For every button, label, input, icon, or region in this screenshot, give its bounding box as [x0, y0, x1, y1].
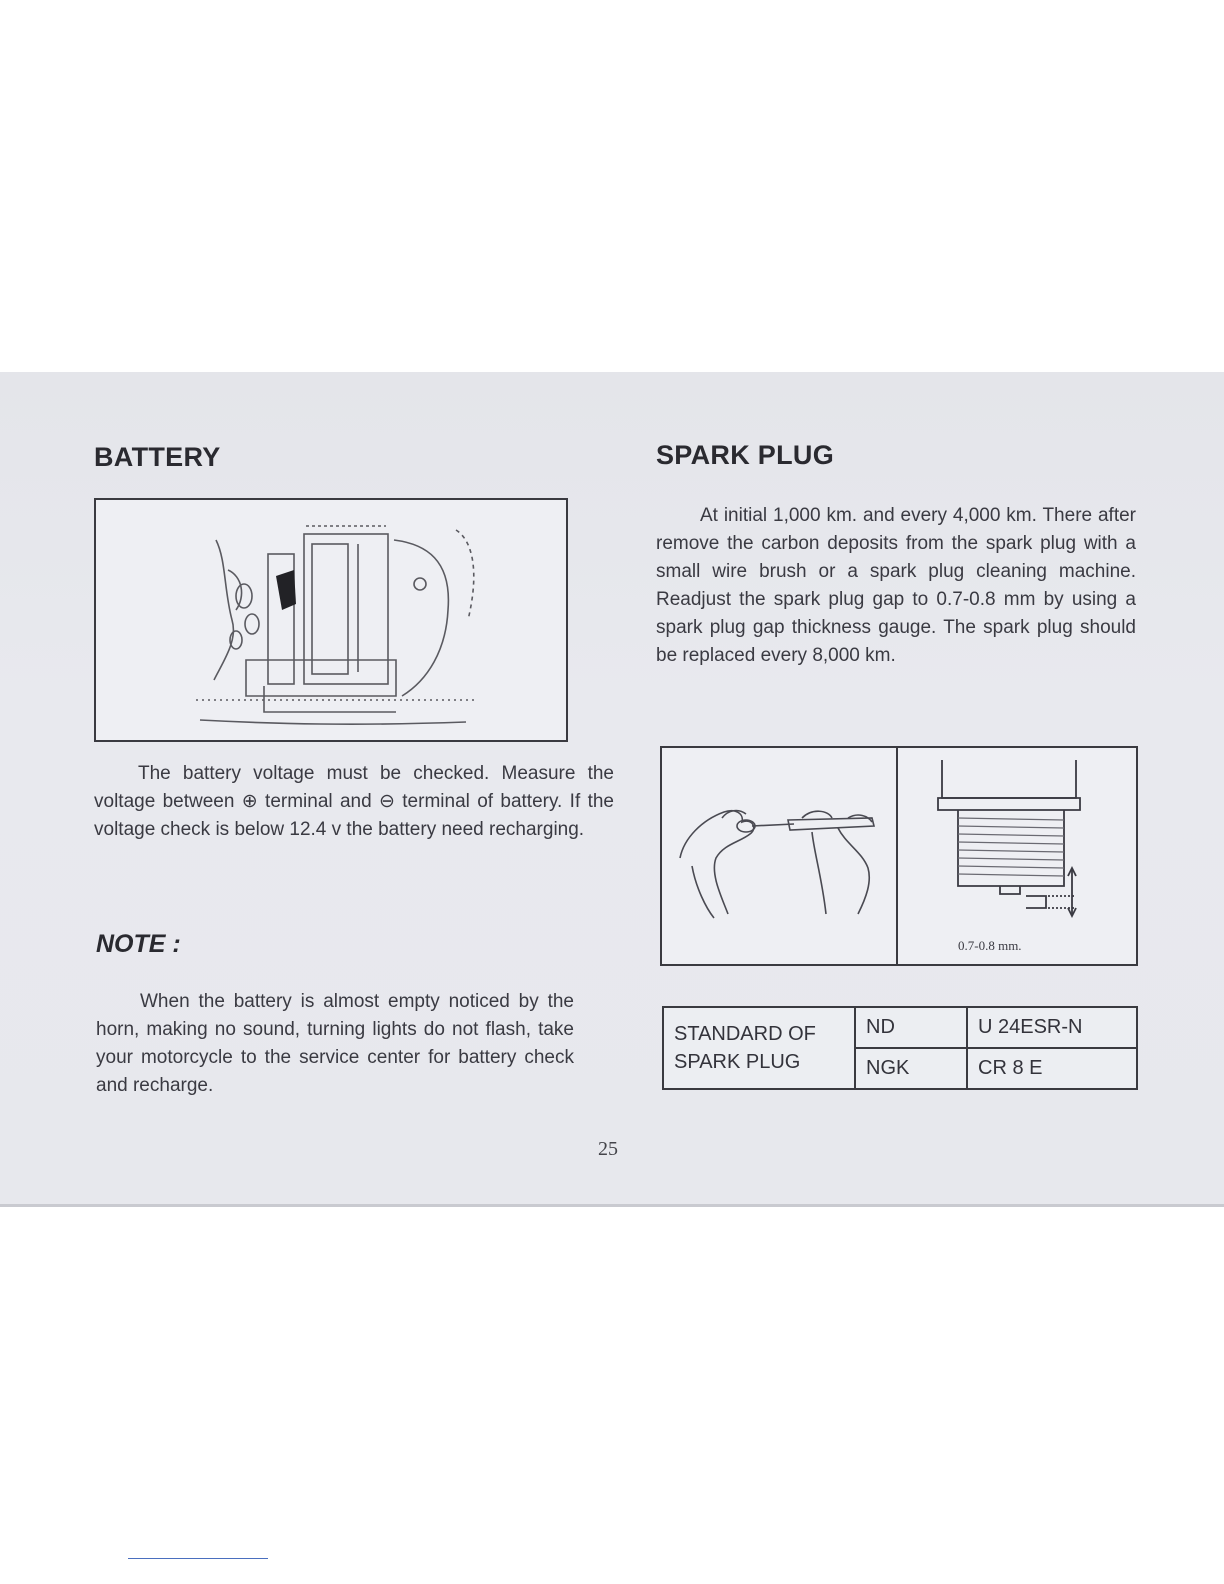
spark-plug-heading: SPARK PLUG: [656, 440, 835, 470]
spark-plug-spec-table: STANDARD OF SPARK PLUG ND U 24ESR-N NGK …: [662, 1006, 1138, 1090]
gap-measurement-label: 0.7-0.8 mm.: [958, 938, 1022, 953]
figure-divider: [896, 748, 898, 964]
spark-plug-gap-illustration: 0.7-0.8 mm.: [937, 760, 1081, 953]
hands-gauge-illustration: [679, 809, 876, 919]
brand-cell: ND: [854, 1006, 968, 1049]
spark-plug-body-text: At initial 1,000 km. and every 4,000 km.…: [656, 505, 1136, 666]
bottom-rule: [128, 1558, 268, 1559]
table-row: STANDARD OF SPARK PLUG ND U 24ESR-N: [662, 1006, 1138, 1090]
note-paragraph: When the battery is almost empty noticed…: [96, 988, 574, 1100]
scanned-page: BATTERY: [0, 372, 1224, 1207]
table-row: NGK CR 8 E: [663, 1047, 1138, 1090]
brand-cell: NGK: [854, 1047, 968, 1090]
note-heading: NOTE :: [96, 930, 181, 958]
spec-label-line1: STANDARD OF: [674, 1023, 816, 1045]
battery-heading: BATTERY: [94, 442, 221, 472]
spec-label-cell: STANDARD OF SPARK PLUG: [662, 1006, 856, 1090]
battery-illustration: [196, 525, 476, 725]
page-number: 25: [598, 1138, 618, 1160]
battery-body-text: The battery voltage must be checked. Mea…: [94, 763, 614, 840]
battery-paragraph: The battery voltage must be checked. Mea…: [94, 760, 614, 844]
spark-plug-figure: 0.7-0.8 mm.: [660, 746, 1138, 966]
spark-plug-paragraph: At initial 1,000 km. and every 4,000 km.…: [656, 502, 1136, 670]
battery-figure: [94, 498, 568, 742]
model-cell: U 24ESR-N: [966, 1006, 1138, 1049]
model-cell: CR 8 E: [966, 1047, 1138, 1090]
note-body-text: When the battery is almost empty noticed…: [96, 991, 574, 1096]
spec-label-line2: SPARK PLUG: [674, 1051, 801, 1073]
